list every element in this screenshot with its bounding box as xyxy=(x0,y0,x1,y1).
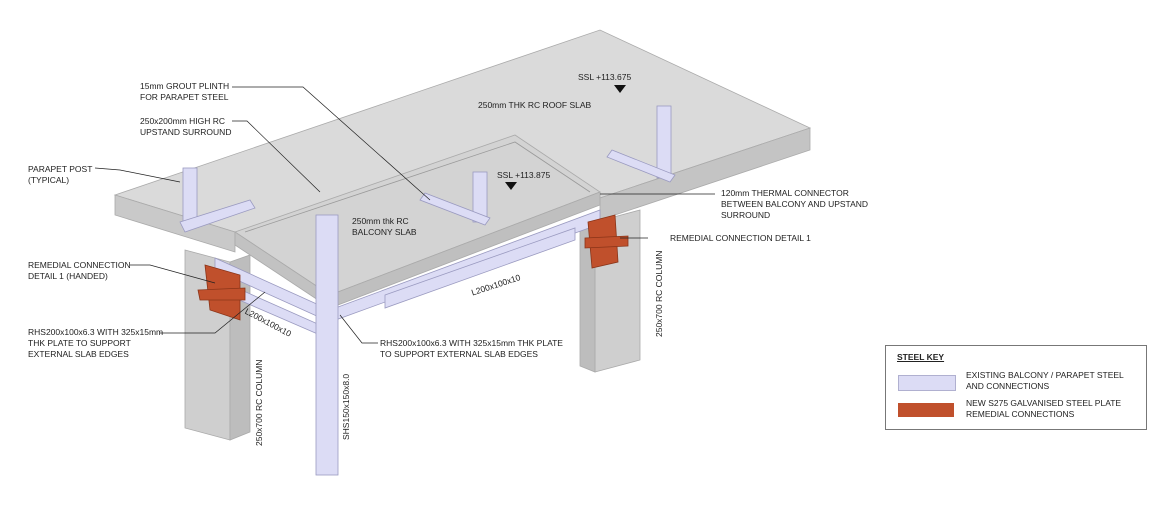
parapet-base-1 xyxy=(179,199,256,233)
shs-post-label: SHS150x150x8.0 xyxy=(341,373,351,440)
new-plate-left-fin xyxy=(197,287,246,301)
parapet-post-1 xyxy=(182,167,198,224)
parapet-post-label: PARAPET POST(TYPICAL) xyxy=(28,164,92,186)
label-line: AND CONNECTIONS xyxy=(966,381,1050,391)
angle-front xyxy=(384,227,576,309)
column-left-label: 250x700 RC COLUMN xyxy=(254,359,264,446)
label-line: EXISTING BALCONY / PARAPET STEEL xyxy=(966,370,1124,380)
label-line: RHS200x100x6.3 WITH 325x15mm THK PLATE xyxy=(380,338,563,348)
label-line: UPSTAND SURROUND xyxy=(140,127,232,137)
label-line: BETWEEN BALCONY AND UPSTAND xyxy=(721,199,869,209)
label-line: THK PLATE TO SUPPORT xyxy=(28,338,131,348)
label-line: PARAPET POST xyxy=(28,164,93,174)
label-line: (TYPICAL) xyxy=(28,175,70,185)
upstand-surround xyxy=(244,141,591,233)
label-line: 15mm GROUT PLINTH xyxy=(140,81,230,91)
label-line: FOR PARAPET STEEL xyxy=(140,92,229,102)
steel-key-title: STEEL KEY xyxy=(897,352,945,362)
parapet-post-3 xyxy=(656,105,672,179)
ssl-balcony-label: SSL +113.875 xyxy=(497,170,551,180)
column-right-label: 250x700 RC COLUMN xyxy=(654,250,664,337)
label-line: NEW S275 GALVANISED STEEL PLATE xyxy=(966,398,1122,408)
ssl-balcony-marker xyxy=(505,182,517,190)
label-line: RHS200x100x6.3 WITH 325x15mm xyxy=(28,327,164,337)
roof-slab-label: 250mm THK RC ROOF SLAB xyxy=(478,100,592,110)
label-line: REMEDIAL CONNECTIONS xyxy=(966,409,1075,419)
ssl-roof-marker xyxy=(614,85,626,93)
label-line: 250mm thk RC xyxy=(352,216,409,226)
label-line: BALCONY SLAB xyxy=(352,227,417,237)
label-line: SURROUND xyxy=(721,210,771,220)
label-line: 250x200mm HIGH RC xyxy=(140,116,226,126)
remedial-1-label: REMEDIAL CONNECTION DETAIL 1 xyxy=(670,233,811,243)
steel-key-legend: STEEL KEY EXISTING BALCONY / PARAPET STE… xyxy=(885,345,1147,430)
existing-steel-swatch xyxy=(898,375,956,391)
label-line: 120mm THERMAL CONNECTOR xyxy=(721,188,849,198)
new-plate-right-fin xyxy=(584,235,629,249)
parapet-base-2 xyxy=(419,192,491,226)
new-steel-swatch xyxy=(898,403,954,417)
leader-lines xyxy=(94,86,715,344)
ssl-roof-label: SSL +113.675 xyxy=(578,72,632,82)
label-line: EXTERNAL SLAB EDGES xyxy=(28,349,129,359)
parapet-base-3 xyxy=(606,149,676,183)
label-line: TO SUPPORT EXTERNAL SLAB EDGES xyxy=(380,349,538,359)
shs-post xyxy=(315,214,339,476)
label-line: REMEDIAL CONNECTION xyxy=(28,260,131,270)
label-line: DETAIL 1 (HANDED) xyxy=(28,271,108,281)
